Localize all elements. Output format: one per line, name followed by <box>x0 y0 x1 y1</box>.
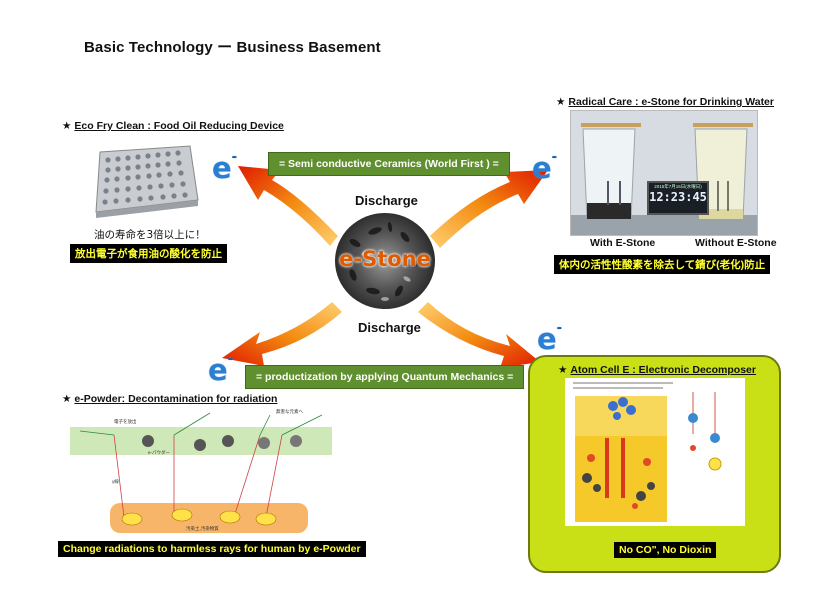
radical-care-heading: ★Radical Care : e-Stone for Drinking Wat… <box>556 96 774 108</box>
e-stone-image: e-Stone <box>335 213 435 309</box>
banner-quantum: = productization by applying Quantum Mec… <box>245 365 525 389</box>
arrow-lower-right <box>418 302 540 368</box>
label-powder: e-パウダー <box>148 450 171 455</box>
water-glasses <box>571 111 757 235</box>
discharge-label-top: Discharge <box>355 193 418 208</box>
banner-semiconductive: = Semi conductive Ceramics (World First … <box>268 152 510 176</box>
stone-texture <box>349 222 423 301</box>
with-estone-label: With E-Stone <box>590 237 656 249</box>
e-powder-heading: ★e-Powder: Decontamination for radiation <box>62 393 278 405</box>
star-icon: ★ <box>62 120 72 132</box>
atom-cell-heading: ★Atom Cell E : Electronic Decomposer <box>558 364 756 376</box>
clock-time: 12:23:45 <box>649 190 707 204</box>
decomposer-diagram <box>573 382 722 522</box>
e-powder-diagram: 電子を放出 e-パウダー 無害な元素へ γ線 汚染土,汚染物質 <box>70 405 332 537</box>
arrow-upper-left <box>238 166 338 246</box>
label-ray: γ線 <box>112 479 119 484</box>
radical-care-highlight: 体内の活性性酸素を除去して錆び(老化)防止 <box>554 255 771 274</box>
star-icon: ★ <box>62 393 72 405</box>
atom-cell-highlight: No CO", No Dioxin <box>614 542 717 558</box>
without-estone-label: Without E-Stone <box>695 237 777 249</box>
star-icon: ★ <box>558 364 568 376</box>
e-stone-label: e-Stone <box>339 247 431 271</box>
page-title: Basic Technology ー Business Basement <box>84 39 381 56</box>
label-electron-release: 電子を放出 <box>114 419 137 424</box>
clock-display: 2015年7月15日(水曜日) 12:23:45 <box>647 181 709 215</box>
electron-symbol-left-top: e- <box>212 150 238 185</box>
label-harmless: 無害な元素へ <box>276 409 303 414</box>
label-soil: 汚染土,汚染物質 <box>186 526 219 531</box>
eco-fry-highlight: 放出電子が食用油の酸化を防止 <box>70 244 227 263</box>
eco-fry-jp-line: 油の寿命を3倍以上に！ <box>94 229 206 241</box>
e-powder-highlight: Change radiations to harmless rays for h… <box>58 541 366 557</box>
eco-fry-device-image <box>86 138 202 222</box>
star-icon: ★ <box>556 96 566 108</box>
electron-symbol-right-top: e- <box>532 150 558 185</box>
eco-fry-heading: ★Eco Fry Clean : Food Oil Reducing Devic… <box>62 120 284 132</box>
clock-date: 2015年7月15日(水曜日) <box>654 184 702 189</box>
arrow-lower-left <box>222 302 342 366</box>
atom-cell-diagram <box>565 378 745 526</box>
perforated-plate <box>95 145 199 218</box>
radical-care-photo: 2015年7月15日(水曜日) 12:23:45 <box>570 110 758 236</box>
arrow-upper-right <box>430 170 548 248</box>
electron-symbol-left-bottom: e- <box>208 352 234 387</box>
electron-symbol-right-bottom: e- <box>537 321 563 356</box>
decontamination-diagram <box>70 412 332 533</box>
discharge-label-bottom: Discharge <box>358 320 421 335</box>
